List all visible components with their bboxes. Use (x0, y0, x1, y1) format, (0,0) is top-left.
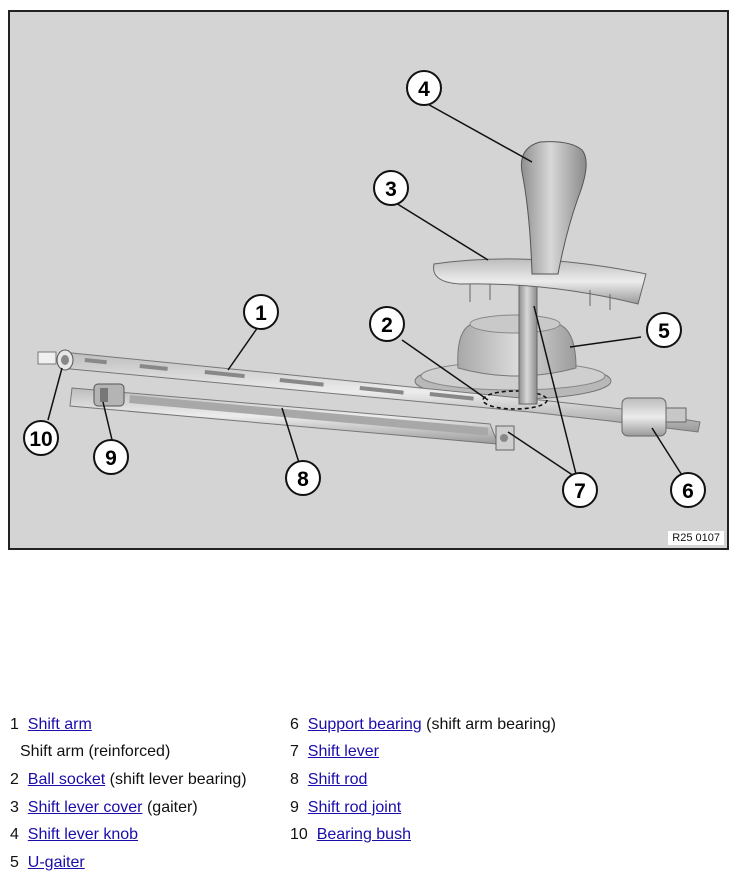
shift-lever-cover-link[interactable]: Shift lever cover (27, 799, 143, 816)
shift-arm-link[interactable]: Shift arm (27, 716, 92, 733)
legend-item-9: 9 Shift rod joint (290, 797, 401, 819)
callout-6: 6 (670, 472, 706, 508)
legend-number: 9 (290, 799, 299, 816)
callout-1: 1 (243, 294, 279, 330)
legend-number: 2 (10, 771, 19, 788)
legend-number: 10 (290, 826, 308, 843)
shift-rod-joint (93, 383, 125, 407)
ball-socket (482, 390, 548, 410)
legend-item-7: 7 Shift lever (290, 741, 379, 763)
legend-number: 1 (10, 716, 19, 733)
legend-item-3: 3 Shift lever cover (gaiter) (10, 797, 198, 819)
shift-lever-link[interactable]: Shift lever (307, 743, 379, 760)
shift-lever-cover (433, 258, 647, 305)
u-gaiter-link[interactable]: U-gaiter (27, 854, 85, 871)
svg-text:4: 4 (418, 78, 430, 101)
legend-item-5: 5 U-gaiter (10, 852, 85, 874)
u-gaiter (457, 323, 577, 377)
legend-note: (shift lever bearing) (109, 771, 247, 788)
svg-text:5: 5 (658, 320, 670, 343)
legend-item-10: 10 Bearing bush (290, 824, 411, 846)
svg-text:3: 3 (385, 178, 397, 201)
callout-5: 5 (646, 312, 682, 348)
legend-item-1-note: Shift arm (reinforced) (20, 741, 170, 763)
callout-4: 4 (406, 70, 442, 106)
callout-8: 8 (285, 460, 321, 496)
legend-number: 7 (290, 743, 299, 760)
parts-diagram: 4 3 1 2 5 10 9 8 (8, 10, 729, 550)
legend-note: Shift arm (reinforced) (20, 743, 171, 760)
callout-2: 2 (369, 306, 405, 342)
legend-item-2: 2 Ball socket (shift lever bearing) (10, 769, 247, 791)
svg-text:2: 2 (381, 314, 393, 337)
bearing-bush-link[interactable]: Bearing bush (316, 826, 411, 843)
legend-item-1: 1 Shift arm (10, 714, 92, 736)
legend-number: 5 (10, 854, 19, 871)
svg-text:1: 1 (255, 302, 267, 325)
legend-item-6: 6 Support bearing (shift arm bearing) (290, 714, 556, 736)
shift-mechanism-illustration: 4 3 1 2 5 10 9 8 (23, 70, 706, 508)
ball-socket-link[interactable]: Ball socket (27, 771, 106, 788)
callout-7: 7 (562, 472, 598, 508)
figure-id: R25 0107 (668, 531, 724, 545)
support-bearing (621, 397, 667, 437)
svg-text:7: 7 (574, 480, 586, 503)
callout-9: 9 (93, 439, 129, 475)
callout-10: 10 (23, 420, 59, 456)
legend-item-8: 8 Shift rod (290, 769, 367, 791)
shift-rod-link[interactable]: Shift rod (307, 771, 368, 788)
legend-number: 3 (10, 799, 19, 816)
shift-lever-knob (520, 141, 587, 275)
shift-rod-joint-link[interactable]: Shift rod joint (307, 799, 402, 816)
legend-note: (gaiter) (146, 799, 198, 816)
legend-number: 4 (10, 826, 19, 843)
legend-number: 6 (290, 716, 299, 733)
legend-number: 8 (290, 771, 299, 788)
svg-text:9: 9 (105, 447, 117, 470)
svg-text:6: 6 (682, 480, 694, 503)
shift-lever-knob-link[interactable]: Shift lever knob (27, 826, 139, 843)
legend-item-4: 4 Shift lever knob (10, 824, 138, 846)
legend-note: (shift arm bearing) (426, 716, 556, 733)
support-bearing-link[interactable]: Support bearing (307, 716, 422, 733)
svg-text:8: 8 (297, 468, 309, 491)
svg-text:10: 10 (29, 428, 52, 451)
callout-3: 3 (373, 170, 409, 206)
